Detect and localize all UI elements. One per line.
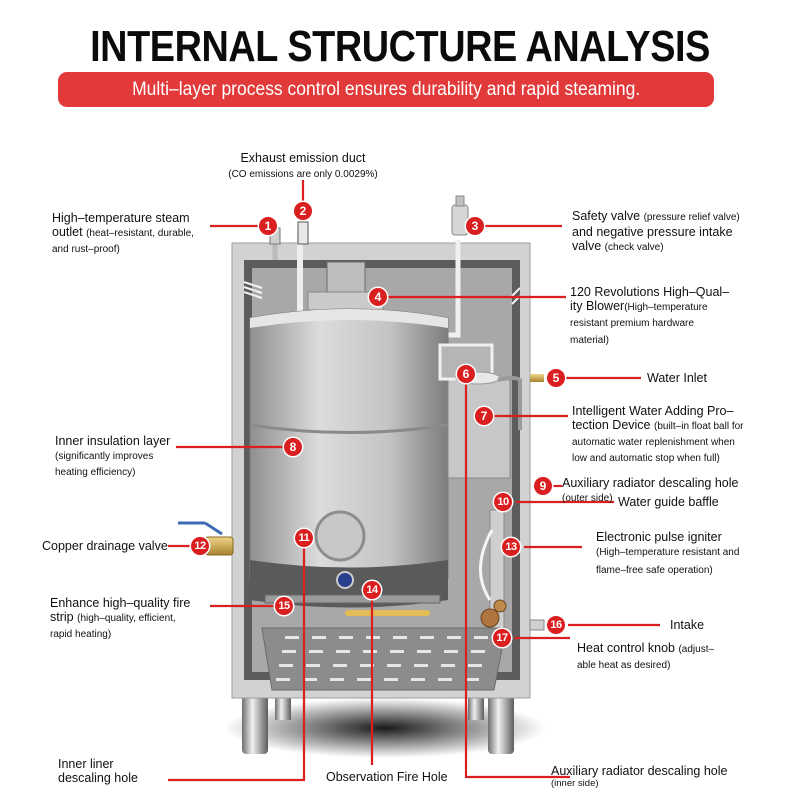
marker-10[interactable]: 10	[494, 493, 512, 511]
leg-front-right	[488, 692, 514, 754]
callout-1-label: High–temperature steam outlet (heat–resi…	[52, 211, 194, 255]
marker-7[interactable]: 7	[475, 407, 493, 425]
page-title: INTERNAL STRUCTURE ANALYSIS	[90, 22, 710, 71]
subtitle-banner: Multi–layer process control ensures dura…	[58, 72, 714, 107]
igniter-wire	[479, 529, 494, 601]
callout-12-label: Copper drainage valve	[42, 539, 168, 553]
callout-8-label: Inner insulation layer (significantly im…	[55, 434, 171, 478]
gas-pipe	[345, 610, 430, 616]
callout-11-label: Inner liner descaling hole	[58, 757, 138, 785]
cleaning-hatch	[314, 510, 366, 562]
marker-6[interactable]: 6	[457, 365, 475, 383]
water-reservoir	[447, 377, 511, 479]
leader-6	[464, 378, 570, 779]
marker-9[interactable]: 9	[534, 477, 552, 495]
callout-16-label: Intake	[670, 618, 705, 632]
exhaust-stub	[297, 221, 309, 245]
vent-slots-left	[243, 281, 263, 299]
marker-15[interactable]: 15	[275, 597, 293, 615]
heat-control-knob	[480, 608, 500, 628]
marker-8[interactable]: 8	[284, 438, 302, 456]
observation-window	[336, 571, 354, 589]
callout-9-label: Auxiliary radiator descaling hole (outer…	[562, 476, 739, 504]
marker-3[interactable]: 3	[466, 217, 484, 235]
safety-valve-body	[451, 204, 469, 236]
leg-front-left	[242, 692, 268, 754]
gas-valve	[493, 599, 507, 613]
marker-17[interactable]: 17	[493, 629, 511, 647]
marker-13[interactable]: 13	[502, 538, 520, 556]
callout-6-label: Auxiliary radiator descaling hole (inner…	[551, 764, 728, 789]
subtitle-text: Multi–layer process control ensures dura…	[131, 79, 641, 100]
safety-valve-cap	[455, 195, 465, 207]
callout-15-label: Enhance high–quality fire strip (high–qu…	[50, 596, 191, 640]
marker-4[interactable]: 4	[369, 288, 387, 306]
blower-body	[326, 261, 366, 297]
marker-2[interactable]: 2	[294, 202, 312, 220]
water-inlet-fitting	[530, 374, 544, 382]
fire-strip	[264, 594, 441, 604]
callout-13-label: Electronic pulse igniter (High–temperatu…	[596, 530, 740, 576]
marker-11[interactable]: 11	[295, 529, 313, 547]
marker-14[interactable]: 14	[363, 581, 381, 599]
perforated-tray	[261, 627, 507, 691]
leader-11	[168, 538, 306, 782]
callout-2-label: Exhaust emission duct (CO emissions are …	[228, 151, 378, 180]
callout-5-label: Water Inlet	[647, 371, 707, 385]
callout-4-label: 120 Revolutions High–Qual– ity Blower(Hi…	[570, 285, 730, 346]
tank-top-rim	[250, 309, 448, 328]
callout-14-label: Observation Fire Hole	[326, 770, 448, 784]
leg-back-left	[275, 692, 291, 720]
tank-band	[249, 423, 449, 434]
marker-5[interactable]: 5	[547, 369, 565, 387]
leg-back-right	[468, 692, 484, 720]
copper-drain-valve	[204, 536, 234, 556]
float-hose	[497, 376, 522, 430]
marker-12[interactable]: 12	[191, 537, 209, 555]
marker-1[interactable]: 1	[259, 217, 277, 235]
callout-10-label: Water guide baffle	[618, 495, 719, 509]
leader-lines	[168, 180, 660, 782]
callout-17-label: Heat control knob (adjust– able heat as …	[577, 641, 715, 671]
callout-3-label: Safety valve (pressure relief valve) and…	[572, 209, 740, 253]
marker-16[interactable]: 16	[547, 616, 565, 634]
intake-fitting	[529, 619, 545, 631]
callout-7-label: Intelligent Water Adding Pro– tection De…	[572, 404, 744, 464]
